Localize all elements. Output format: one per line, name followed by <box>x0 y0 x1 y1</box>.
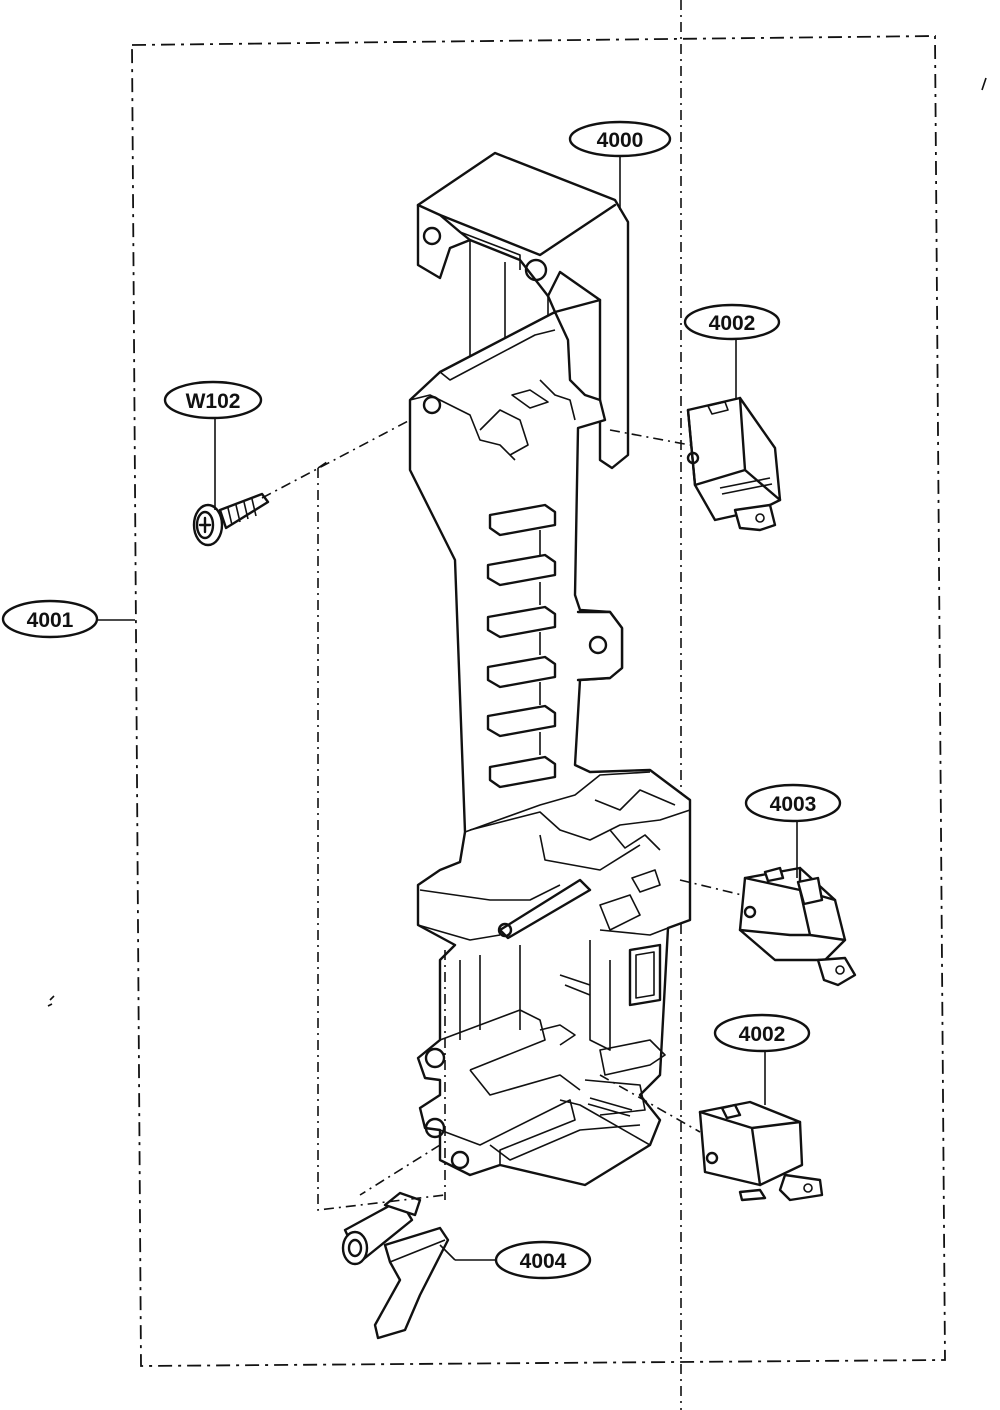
callout-W102: W102 <box>163 380 263 420</box>
label-4004: 4004 <box>520 1250 567 1273</box>
label-W102: W102 <box>186 390 241 413</box>
callout-4003: 4003 <box>744 783 842 823</box>
callout-4004: 4004 <box>494 1240 592 1280</box>
micro-switch-middle <box>738 866 857 987</box>
leader-lines <box>98 156 798 1261</box>
scan-mark <box>981 77 987 91</box>
callout-4002-top: 4002 <box>683 303 781 341</box>
micro-switch-top <box>686 396 782 532</box>
callout-4000: 4000 <box>568 120 672 158</box>
scan-mark <box>47 995 55 1007</box>
callout-4002-bottom: 4002 <box>713 1013 811 1053</box>
label-4002-top: 4002 <box>709 312 756 335</box>
assembly-lines <box>261 419 743 1211</box>
label-4000: 4000 <box>597 129 644 152</box>
screw <box>192 492 270 547</box>
micro-switch-bottom <box>698 1100 824 1202</box>
label-4001: 4001 <box>27 609 74 632</box>
label-4003: 4003 <box>770 793 817 816</box>
callout-4001: 4001 <box>1 599 99 639</box>
latch-slots <box>486 503 557 789</box>
door-latch-board <box>408 151 692 1187</box>
assembly-boundary <box>131 35 946 1367</box>
latch-lever <box>341 1191 450 1340</box>
label-4002-bottom: 4002 <box>739 1023 786 1046</box>
